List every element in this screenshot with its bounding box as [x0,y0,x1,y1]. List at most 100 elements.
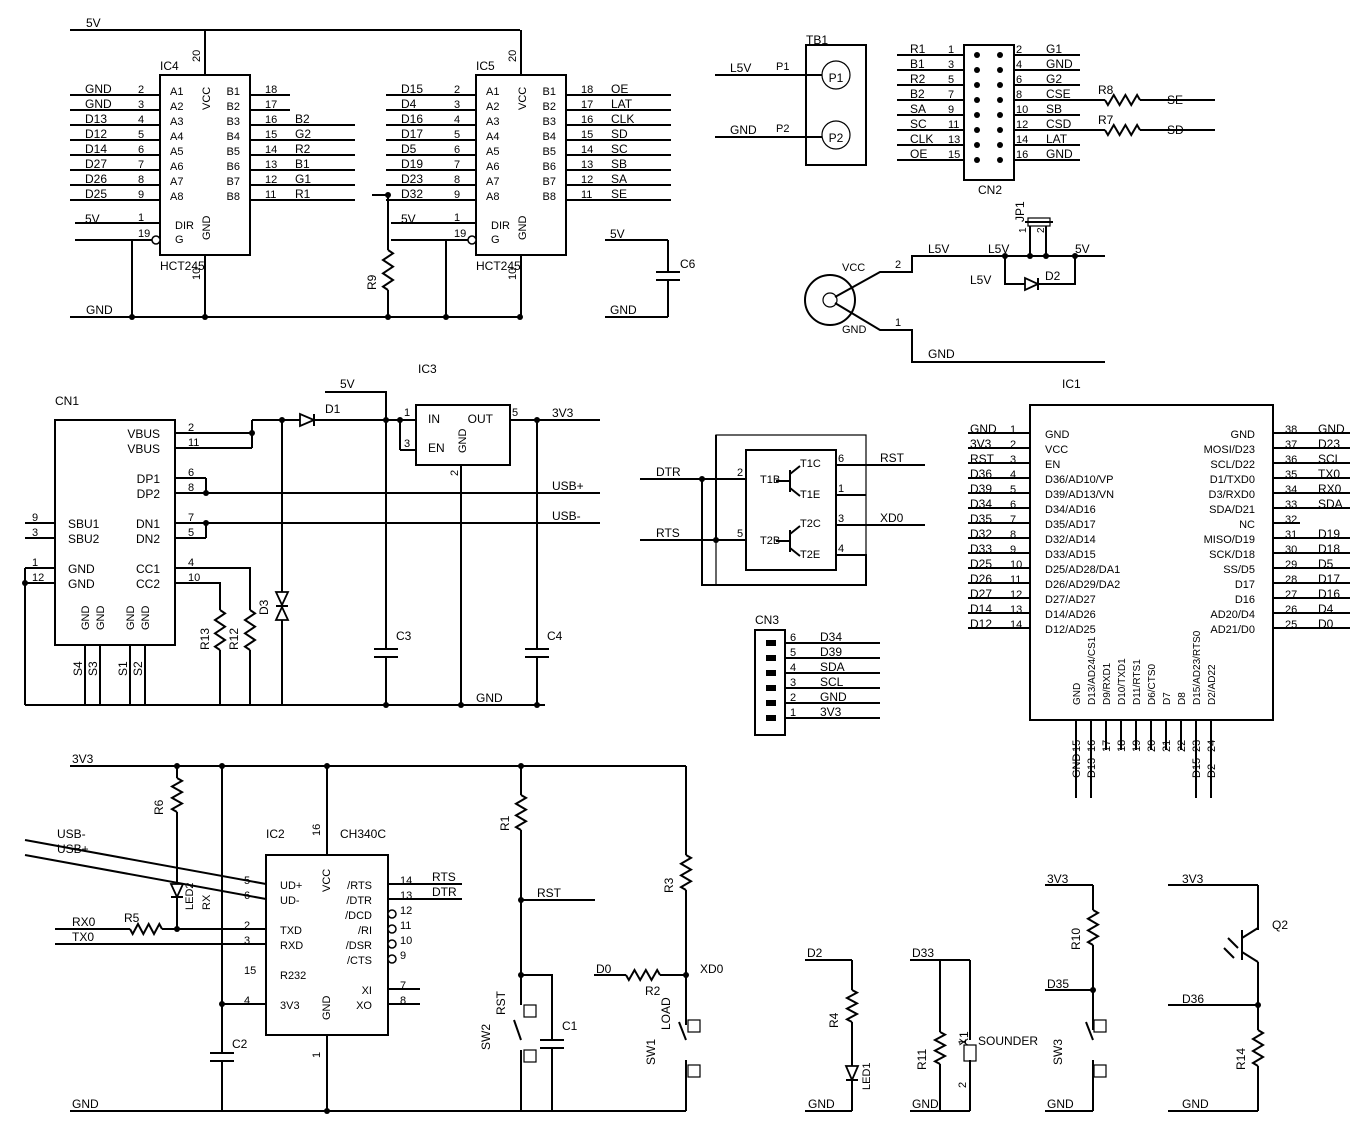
label: LED2 [184,882,196,910]
junction-dot [683,972,689,978]
label: 2 [1010,439,1016,451]
label: 3 [948,59,954,71]
junction-dot [443,314,449,320]
label: GND [457,429,469,454]
label: 3 [138,99,144,111]
label: D12/AD25 [1045,624,1096,636]
label: A1 [170,86,183,98]
ic4-ref: IC4 [160,59,179,73]
label: D36 [1182,992,1204,1006]
label: /DCD [345,910,372,922]
label: 1 [454,212,460,224]
label: 4 [454,114,460,126]
label: 8 [138,174,144,186]
wire [834,255,1105,298]
label: /DSR [346,940,372,952]
net-label: R2 [295,142,311,156]
label: 7 [1010,514,1016,526]
net-label: SC [611,142,628,156]
label: B8 [227,191,240,203]
label: CC2 [136,577,160,591]
component-body [159,74,251,256]
label: 3 [454,99,460,111]
resistor [1104,93,1141,107]
junction-dot [383,417,389,423]
header-pin [766,655,776,661]
label: 13 [1010,604,1022,616]
label: D1/TXD0 [1210,474,1255,486]
label: D17 [1235,579,1255,591]
label: 8 [1010,529,1016,541]
header-pin [974,67,980,73]
label: USB+ [552,479,584,493]
wire [24,854,267,900]
label: Q2 [1272,918,1288,932]
label: GND [68,577,95,591]
header-pin [766,670,776,676]
label: D33 [912,946,934,960]
header-pin [974,97,980,103]
label: RST [494,990,508,1015]
label: 5 [948,74,954,86]
label: A1 [486,86,499,98]
label: A5 [170,146,183,158]
label: D14/AD26 [1045,609,1096,621]
label: 9 [400,950,406,962]
label: 3 [790,677,796,689]
label: XI [362,985,372,997]
label: 12 [32,572,44,584]
label: MOSI/D23 [1204,444,1255,456]
pin-gnd: GND [517,216,529,241]
label: 7 [454,159,460,171]
component-body [1029,404,1274,721]
junction-dot [385,192,391,198]
net-label: GND [85,97,112,111]
label: 4 [838,543,844,555]
resistor [679,854,693,891]
component-body [715,434,867,586]
header-pin [974,142,980,148]
label: 36 [1285,454,1297,466]
net-label: R1 [295,187,311,201]
label: RX [201,894,213,910]
header-pin [997,67,1003,73]
junction-dot [174,926,180,932]
label: OUT [468,412,494,426]
label: XO [356,1000,372,1012]
pin-dir: DIR [491,220,510,232]
wire [1004,256,1025,285]
pin-vcc: VCC [517,87,529,110]
pin-vcc: VCC [201,87,213,110]
label: CSE [1046,87,1071,101]
label: 12 [1016,119,1028,131]
label: SCK/D18 [1209,549,1255,561]
label: TX0 [72,930,94,944]
dc-jack-pin [822,292,838,308]
label: R9 [365,274,379,290]
junction-dot [324,1108,330,1114]
label: OE [910,147,927,161]
label: UD- [280,895,300,907]
label: L5V [970,273,991,287]
label: D2 [807,946,823,960]
label: VCC [842,262,865,274]
label: GND [1182,1097,1209,1111]
label: L5V [730,61,751,75]
label: 34 [1285,484,1297,496]
label: P2 [829,131,844,145]
label: B2 [227,101,240,113]
label: D2 [1045,269,1061,283]
diode [299,412,317,428]
header-pin [766,685,776,691]
label: 15 [265,129,277,141]
wire [789,525,801,535]
label: D10/TXD1 [1117,658,1128,705]
label: A6 [486,161,499,173]
label: B5 [227,146,240,158]
label: 6 [1010,499,1016,511]
label: 2 [957,1082,969,1088]
label: XD0 [700,962,724,976]
label: 14 [400,875,412,887]
label: CLK [910,132,933,146]
